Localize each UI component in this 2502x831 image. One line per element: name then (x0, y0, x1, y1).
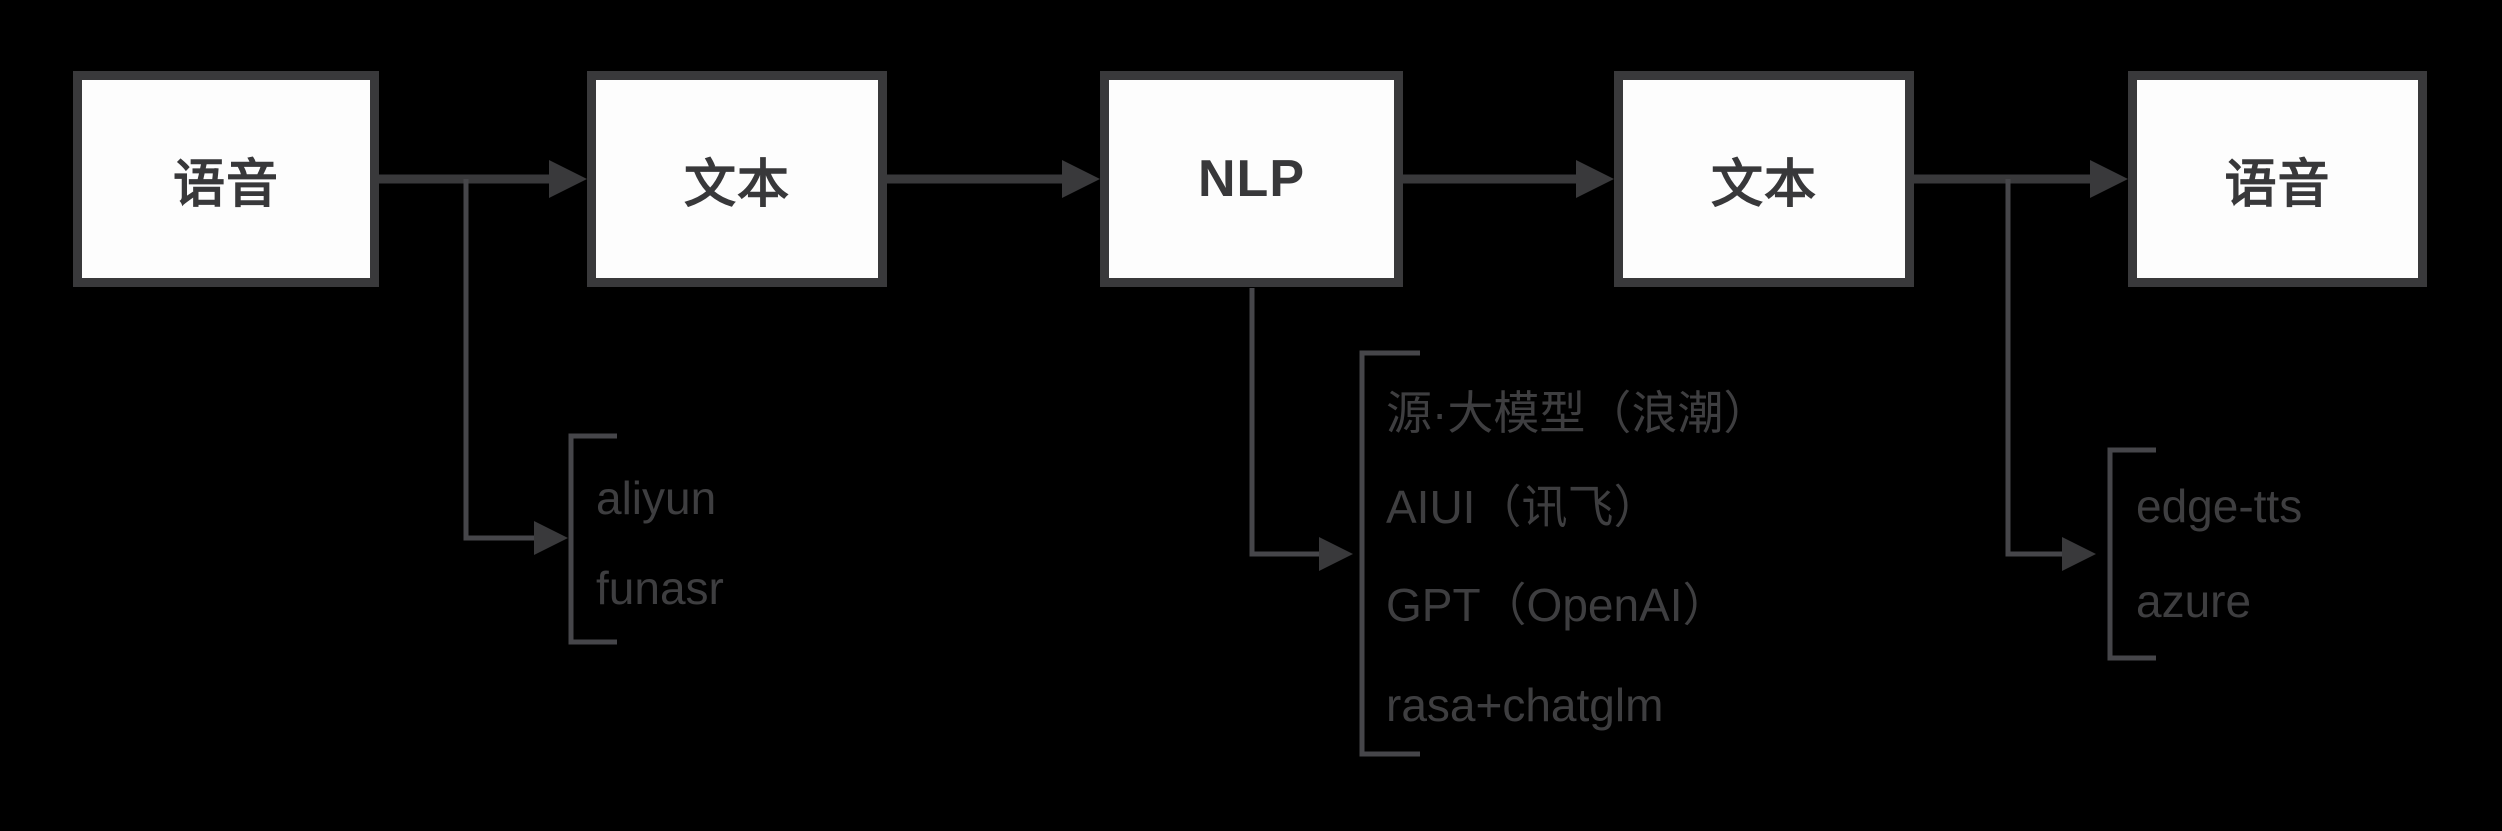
arrowhead-speech-to-text (549, 160, 587, 198)
branch-nlp (1249, 288, 1420, 757)
node-text-in: 文本 (587, 71, 887, 287)
arrowhead-asr-branch (534, 521, 568, 555)
list-item-tts-edge-tts: edge-tts (2136, 480, 2303, 532)
node-text-out: 文本 (1614, 71, 1914, 287)
branch-line-tts (2005, 179, 2062, 557)
node-nlp: NLP (1100, 71, 1403, 287)
list-item-nlp-rasa: rasa+chatglm (1386, 679, 1664, 731)
node-text-out-label: 文本 (1710, 155, 1817, 214)
arrowhead-nlp-branch (1319, 537, 1353, 571)
main-arrow-heads (549, 160, 2128, 198)
branch-asr (463, 179, 617, 645)
bracket-asr (568, 433, 617, 645)
list-item-tts-azure: azure (2136, 575, 2252, 627)
node-nlp-label: NLP (1198, 150, 1305, 208)
list-item-asr-funasr: funasr (596, 562, 724, 614)
bracket-nlp (1359, 350, 1420, 757)
node-text-in-label: 文本 (683, 155, 790, 214)
node-speech-in-label: 语音 (172, 155, 279, 214)
node-speech-out: 语音 (2128, 71, 2427, 287)
list-item-nlp-gpt: GPT（OpenAI） (1386, 579, 1729, 631)
node-speech-out-label: 语音 (2224, 155, 2331, 214)
bracket-tts (2107, 447, 2156, 661)
branch-tts (2005, 179, 2156, 661)
branch-line-nlp (1249, 288, 1319, 557)
node-speech-in: 语音 (73, 71, 379, 287)
list-item-nlp-aiui: AIUI（讯飞） (1386, 481, 1660, 533)
arrowhead-tts-branch (2062, 537, 2096, 571)
arrowhead-text-to-speech (2090, 160, 2128, 198)
list-item-nlp-yuan: 源·大模型（浪潮） (1386, 387, 1770, 439)
arrowhead-nlp-to-text (1576, 160, 1614, 198)
arrowhead-text-to-nlp (1062, 160, 1100, 198)
branch-line-asr (463, 179, 534, 541)
list-item-asr-aliyun: aliyun (596, 472, 717, 524)
